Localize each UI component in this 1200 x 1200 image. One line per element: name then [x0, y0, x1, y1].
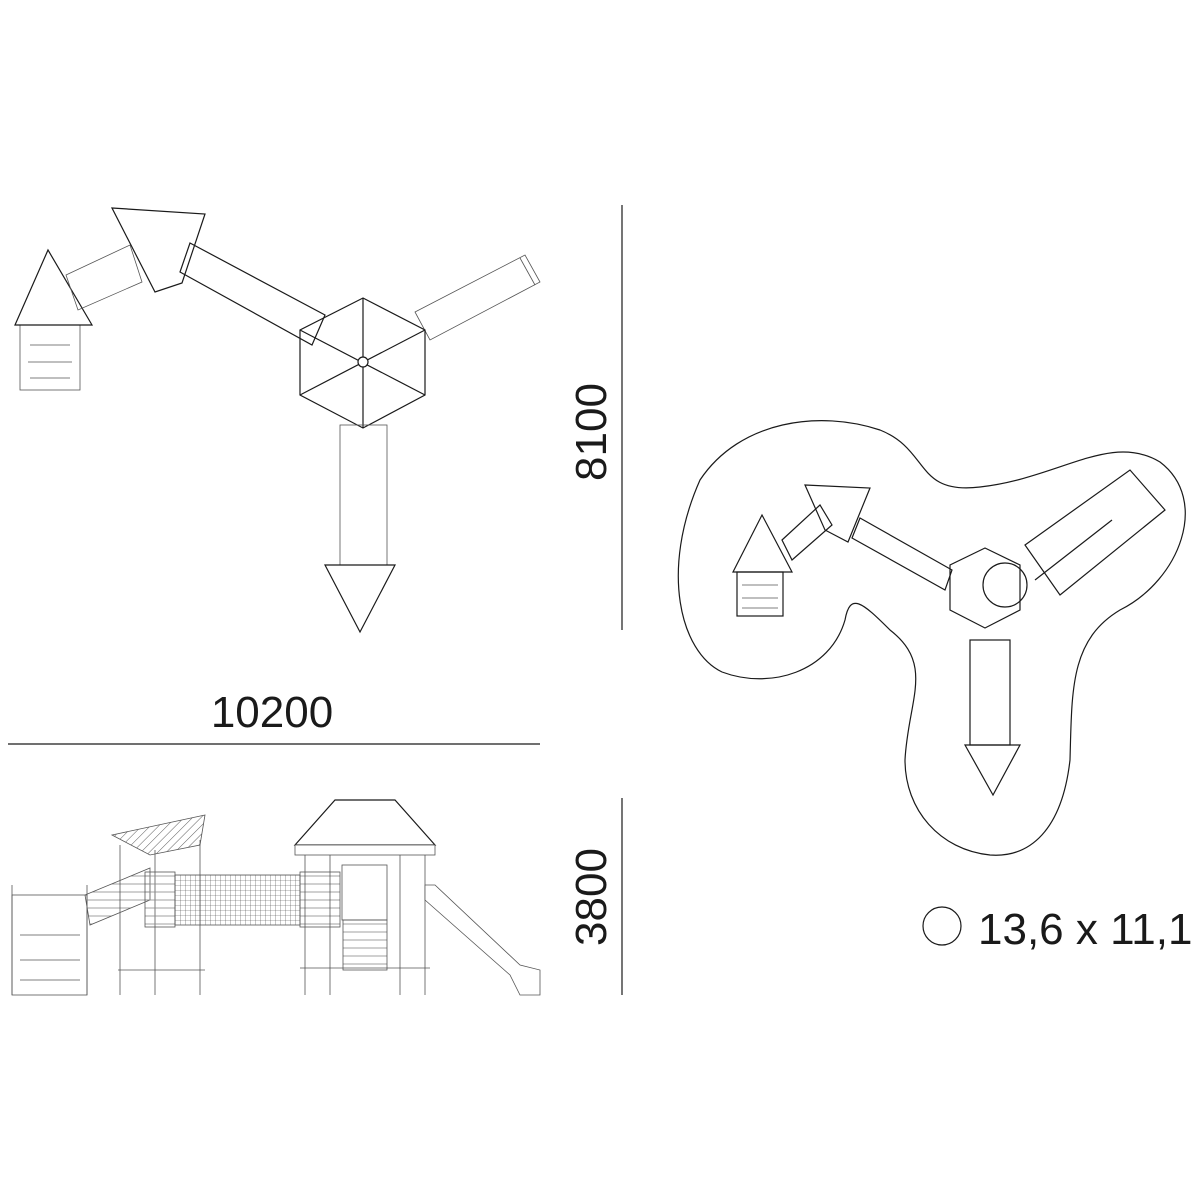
pointed-roof-plan [324, 564, 396, 634]
plan-view [14, 207, 541, 634]
depth-dimension: 8100 [567, 383, 616, 481]
height-dimension: 3800 [567, 848, 616, 946]
slide-plan [414, 254, 541, 341]
safety-area-plan [677, 420, 1186, 856]
tower-roof-plan [110, 207, 206, 293]
bridge-plan [65, 244, 143, 311]
net-tunnel-plan [179, 242, 326, 346]
house-roof-plan [14, 248, 94, 326]
house-plan [19, 324, 81, 391]
ladder-plan [339, 424, 388, 566]
side-elevation [11, 799, 541, 996]
slide-zone [1024, 469, 1166, 596]
safety-area-label: 13,6 x 11,1 [978, 905, 1192, 954]
width-dimension: 10200 [211, 688, 333, 737]
safety-zone-outline [677, 420, 1186, 856]
circle-outline-icon [922, 906, 962, 946]
